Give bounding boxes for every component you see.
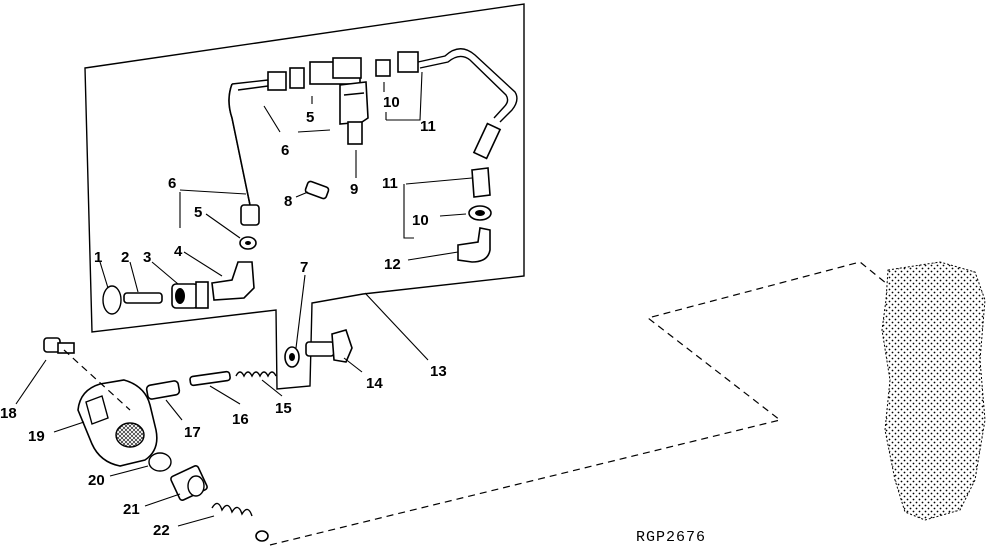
callout-16: 16 — [232, 411, 249, 428]
callout-7: 7 — [300, 259, 308, 276]
callout-1: 1 — [94, 249, 102, 266]
pin-2 — [123, 292, 163, 304]
callout-4: 4 — [174, 243, 183, 260]
tube-segment-right — [472, 122, 502, 160]
callout-5-left: 5 — [194, 204, 202, 221]
pin-16 — [189, 370, 231, 387]
callout-18: 18 — [0, 405, 17, 422]
callout-9: 9 — [350, 181, 358, 198]
location-outline — [269, 261, 893, 546]
callout-11-right: 11 — [382, 175, 398, 192]
piston-21 — [170, 465, 208, 501]
figure-reference: RGP2676 — [636, 529, 706, 546]
tube-nut-11 — [397, 51, 419, 73]
engine-block — [881, 261, 986, 521]
callout-22: 22 — [153, 522, 170, 539]
callout-5-top: 5 — [306, 109, 314, 126]
callout-8: 8 — [284, 193, 292, 210]
screw-18 — [43, 337, 75, 354]
callout-19: 19 — [28, 428, 45, 445]
callout-2: 2 — [121, 249, 129, 266]
callout-10-top: 10 — [383, 94, 400, 111]
fitting-11 — [471, 167, 491, 198]
valve-housing-19 — [77, 379, 158, 467]
pressure-sender — [339, 81, 369, 145]
callout-10-right: 10 — [412, 212, 429, 229]
tube-assembly-right — [417, 48, 518, 123]
bracket-plate — [84, 3, 525, 390]
elbow-4 — [211, 261, 255, 301]
o-ring-1 — [102, 285, 122, 315]
plug-14 — [305, 329, 353, 363]
callout-17: 17 — [184, 424, 201, 441]
tube-fitting-5 — [267, 71, 287, 91]
fitting-6 — [240, 204, 260, 226]
callout-14: 14 — [366, 375, 383, 392]
callout-3: 3 — [143, 249, 151, 266]
tube-nut-5 — [289, 67, 305, 89]
callout-labels: 1 2 3 4 5 6 5 6 7 8 9 10 11 11 10 12 13 … — [0, 94, 447, 539]
tube-assembly-left — [228, 79, 269, 206]
callout-20: 20 — [88, 472, 105, 489]
tee-body — [332, 57, 362, 79]
elbow-12 — [457, 227, 491, 263]
fitting-3 — [171, 281, 209, 309]
o-ring-20 — [148, 452, 172, 472]
callout-13: 13 — [430, 363, 447, 380]
plug-22 — [255, 530, 269, 542]
spool-17 — [145, 380, 181, 400]
callout-12: 12 — [384, 256, 401, 273]
callout-11-top: 11 — [420, 118, 436, 135]
spring-22 — [211, 502, 253, 517]
spring-15 — [235, 371, 277, 378]
plug-8 — [304, 180, 330, 200]
callout-15: 15 — [275, 400, 292, 417]
callout-6-left: 6 — [168, 175, 176, 192]
callout-21: 21 — [123, 501, 140, 518]
callout-6-top: 6 — [281, 142, 289, 159]
leader-lines — [15, 71, 473, 527]
tube-fitting-10 — [375, 59, 391, 77]
